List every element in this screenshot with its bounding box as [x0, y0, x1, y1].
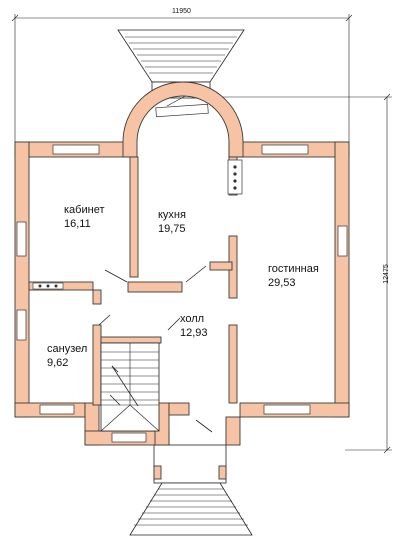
fixtures — [32, 159, 243, 290]
staircase — [100, 342, 160, 432]
windows — [16, 103, 348, 443]
room-area-cabinet: 16,11 — [64, 218, 91, 230]
room-area-kitchen: 19,75 — [158, 223, 186, 235]
room-name-hall: холл — [180, 313, 205, 325]
width-dimension-label: 11950 — [172, 8, 191, 15]
room-name-kitchen: кухня — [158, 209, 186, 221]
room-area-bathroom: 9,62 — [47, 357, 69, 369]
dimension-lines — [11, 14, 392, 454]
room-area-living: 29,53 — [268, 277, 296, 289]
bottom-porch — [129, 444, 253, 536]
height-dimension-label: 12475 — [383, 264, 390, 284]
room-name-cabinet: кабинет — [64, 204, 105, 216]
door-swings — [98, 265, 213, 433]
room-area-hall: 12,93 — [180, 327, 208, 339]
room-name-bathroom: санузел — [47, 343, 88, 355]
room-name-living: гостинная — [268, 263, 319, 275]
